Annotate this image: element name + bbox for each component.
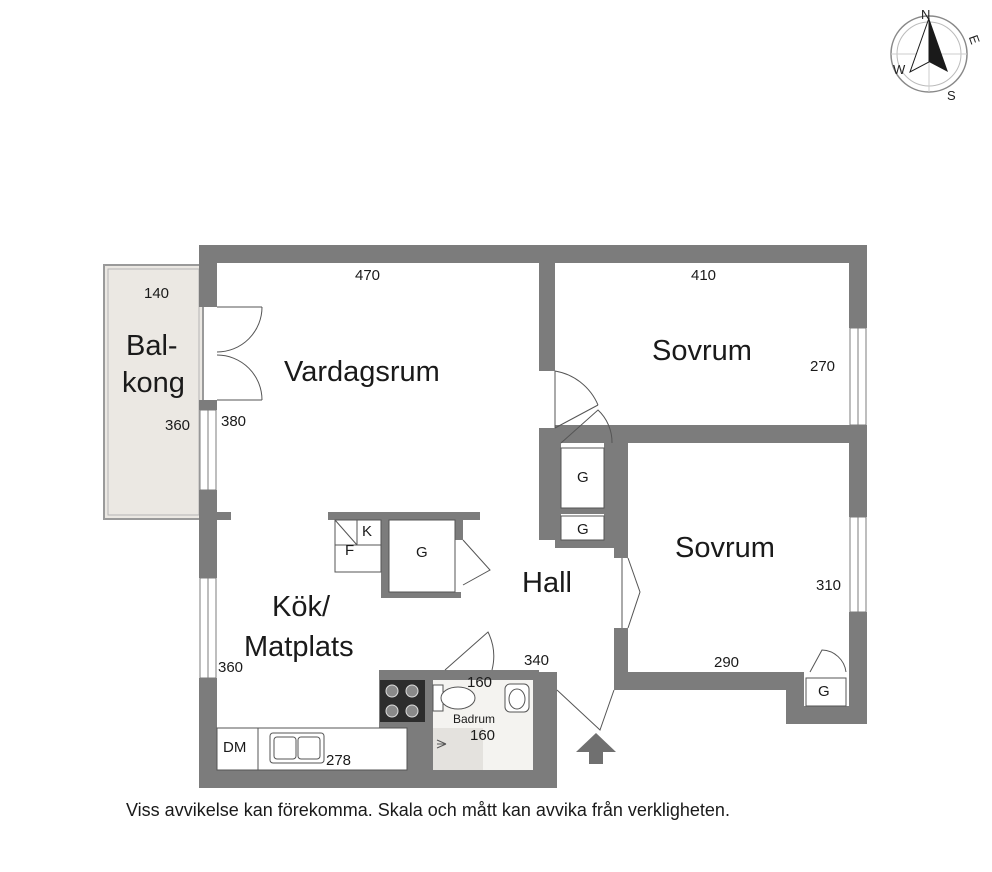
living-room-label: Vardagsrum — [284, 356, 440, 388]
windows — [199, 327, 867, 679]
bathroom-fixtures — [432, 680, 533, 770]
dim-hall-length: 340 — [524, 652, 549, 669]
compass-n: N — [921, 7, 930, 22]
dim-living-depth: 380 — [221, 413, 246, 430]
balcony — [103, 264, 204, 520]
dim-bedroom1-width: 410 — [691, 267, 716, 284]
balcony-label-line1: Bal- — [126, 330, 178, 362]
wardrobe-label-hall: G — [577, 521, 589, 538]
kitchen-label-line1: Kök/ — [272, 591, 331, 623]
bedroom1-label: Sovrum — [652, 335, 752, 367]
dim-bedroom2-width: 290 — [714, 654, 739, 671]
compass-w: W — [893, 62, 906, 77]
closets — [334, 447, 847, 707]
hall-label: Hall — [522, 567, 572, 599]
dim-living-width: 470 — [355, 267, 380, 284]
interior-walls — [328, 263, 867, 788]
dim-bedroom2-depth: 310 — [816, 577, 841, 594]
dim-balcony-length: 360 — [165, 417, 190, 434]
compass-s: S — [947, 88, 956, 103]
dishwasher-label: DM — [223, 739, 246, 756]
dim-kitchen-depth: 360 — [218, 659, 243, 676]
kitchen-f-label: F — [345, 542, 354, 559]
wardrobe-label-kitchen: G — [416, 544, 428, 561]
dim-counter-length: 278 — [326, 752, 351, 769]
balcony-label-line2: kong — [122, 367, 185, 399]
outer-walls — [199, 245, 867, 788]
kitchen-fixtures — [216, 680, 425, 771]
entrance-arrow-icon — [576, 733, 616, 764]
kitchen-label-line2: Matplats — [244, 631, 354, 663]
compass-icon — [890, 15, 968, 93]
dim-bedroom1-depth: 270 — [810, 358, 835, 375]
wardrobe-label-bedroom2: G — [818, 683, 830, 700]
disclaimer-text: Viss avvikelse kan förekomma. Skala och … — [126, 800, 730, 820]
bathroom-label: Badrum — [453, 712, 495, 726]
bedroom2-label: Sovrum — [675, 532, 775, 564]
dim-bath-depth: 160 — [470, 727, 495, 744]
compass-e: E — [966, 33, 983, 47]
dim-bath-width: 160 — [467, 674, 492, 691]
kitchen-k-label: K — [362, 523, 372, 540]
dim-balcony-width: 140 — [144, 285, 169, 302]
wardrobe-label-bedroom1: G — [577, 469, 589, 486]
